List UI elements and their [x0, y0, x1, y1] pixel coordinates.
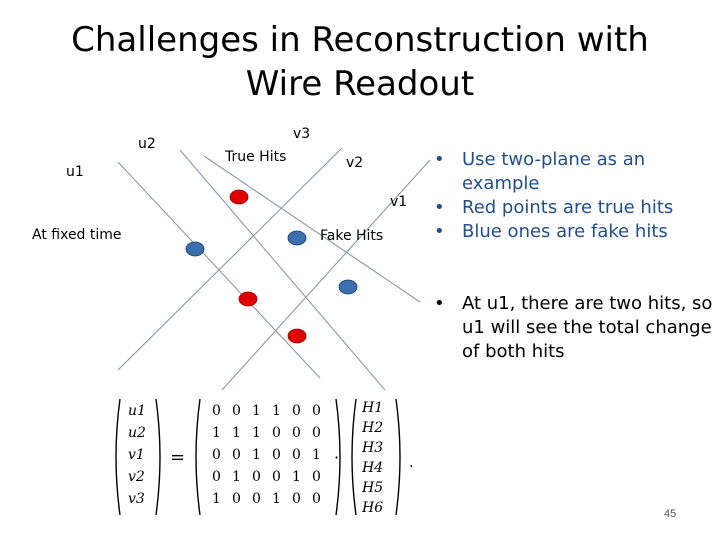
wire-u2	[221, 159, 431, 391]
matrix-cell: 0	[312, 403, 321, 419]
matrix-cell: 0	[292, 425, 301, 441]
bullet-list-bottom: At u1, there are two hits, so u1 will se…	[430, 292, 715, 364]
rhs-entry: H2	[361, 420, 383, 436]
fake-hit	[185, 241, 205, 257]
matrix-cell: 0	[232, 403, 241, 419]
lhs-entry: u1	[128, 403, 146, 419]
true-hit	[287, 328, 307, 344]
bullet-panel: Use two-plane as an example Red points a…	[430, 148, 715, 364]
matrix-cell: 0	[312, 425, 321, 441]
rhs-entry: H4	[361, 460, 383, 476]
matrix-cell: 0	[272, 425, 281, 441]
slide-title: Challenges in Reconstruction with Wire R…	[0, 18, 720, 106]
rhs-entry: H5	[361, 480, 383, 496]
true-hit	[229, 189, 249, 205]
fake-hit	[338, 279, 358, 295]
equals-sign: =	[170, 447, 185, 468]
bullet-item: Use two-plane as an example	[430, 148, 715, 196]
wire-u1	[117, 147, 343, 371]
rhs-entry: H1	[361, 400, 383, 416]
matrix-cell: 1	[252, 403, 261, 419]
rhs-entry: H3	[361, 440, 383, 456]
label-true-hits: True Hits	[225, 149, 287, 165]
lhs-entry: u2	[128, 425, 146, 441]
true-hit	[238, 291, 258, 307]
lhs-entry: v1	[128, 447, 145, 463]
bullet-item: Red points are true hits	[430, 196, 715, 220]
matrix-cell: 0	[212, 447, 221, 463]
left-vector: u1 u2 v1 v2 v3	[128, 403, 146, 507]
bullet-item: Blue ones are fake hits	[430, 220, 715, 244]
hits	[185, 189, 358, 344]
label-u1: u1	[66, 164, 84, 180]
matrix-cell: 0	[292, 447, 301, 463]
matrix-cell: 0	[212, 403, 221, 419]
bullet-item: At u1, there are two hits, so u1 will se…	[430, 292, 715, 364]
matrix-cell: 0	[312, 491, 321, 507]
label-fake-hits: Fake Hits	[320, 228, 384, 244]
matrix-cell: 0	[272, 469, 281, 485]
matrix-cell: 1	[272, 403, 281, 419]
fake-hit	[287, 230, 307, 246]
trailing-dot: .	[409, 455, 413, 471]
label-v3: v3	[293, 126, 311, 142]
matrix-cell: 0	[292, 491, 301, 507]
rhs-entry: H6	[361, 500, 383, 516]
label-v2: v2	[346, 155, 364, 171]
multiply-dot: ·	[334, 448, 339, 467]
matrix-cell: 0	[272, 447, 281, 463]
matrix-cell: 1	[212, 425, 221, 441]
matrix-cell: 0	[252, 469, 261, 485]
matrix-cell: 1	[272, 491, 281, 507]
wire-v1	[179, 149, 386, 391]
label-at-fixed-time: At fixed time	[32, 227, 122, 243]
matrix-cell: 0	[252, 491, 261, 507]
matrix-cell: 0	[312, 469, 321, 485]
title-line-2: Wire Readout	[245, 64, 475, 104]
matrix-cell: 1	[212, 491, 221, 507]
wire-v2	[117, 161, 321, 379]
lhs-entry: v2	[128, 469, 145, 485]
matrix-cell: 1	[312, 447, 321, 463]
matrix-cell: 0	[292, 403, 301, 419]
wire-v3	[203, 155, 421, 303]
matrix-cell: 0	[232, 447, 241, 463]
matrix-cell: 1	[232, 425, 241, 441]
page-number: 45	[664, 508, 677, 520]
label-u2: u2	[138, 136, 156, 152]
bullet-list-top: Use two-plane as an example Red points a…	[430, 148, 715, 244]
matrix-cell: 1	[232, 469, 241, 485]
matrix-cell: 0	[212, 469, 221, 485]
label-v1: v1	[390, 194, 408, 210]
lhs-entry: v3	[128, 491, 145, 507]
right-vector: H1 H2 H3 H4 H5 H6	[361, 400, 383, 516]
matrix-cell: 1	[252, 425, 261, 441]
matrix-cell: 0	[232, 491, 241, 507]
matrix-brackets	[115, 398, 401, 516]
title-line-1: Challenges in Reconstruction with	[71, 20, 649, 60]
wire-lines	[117, 147, 431, 391]
matrix-cell: 1	[292, 469, 301, 485]
matrix-cell: 1	[252, 447, 261, 463]
